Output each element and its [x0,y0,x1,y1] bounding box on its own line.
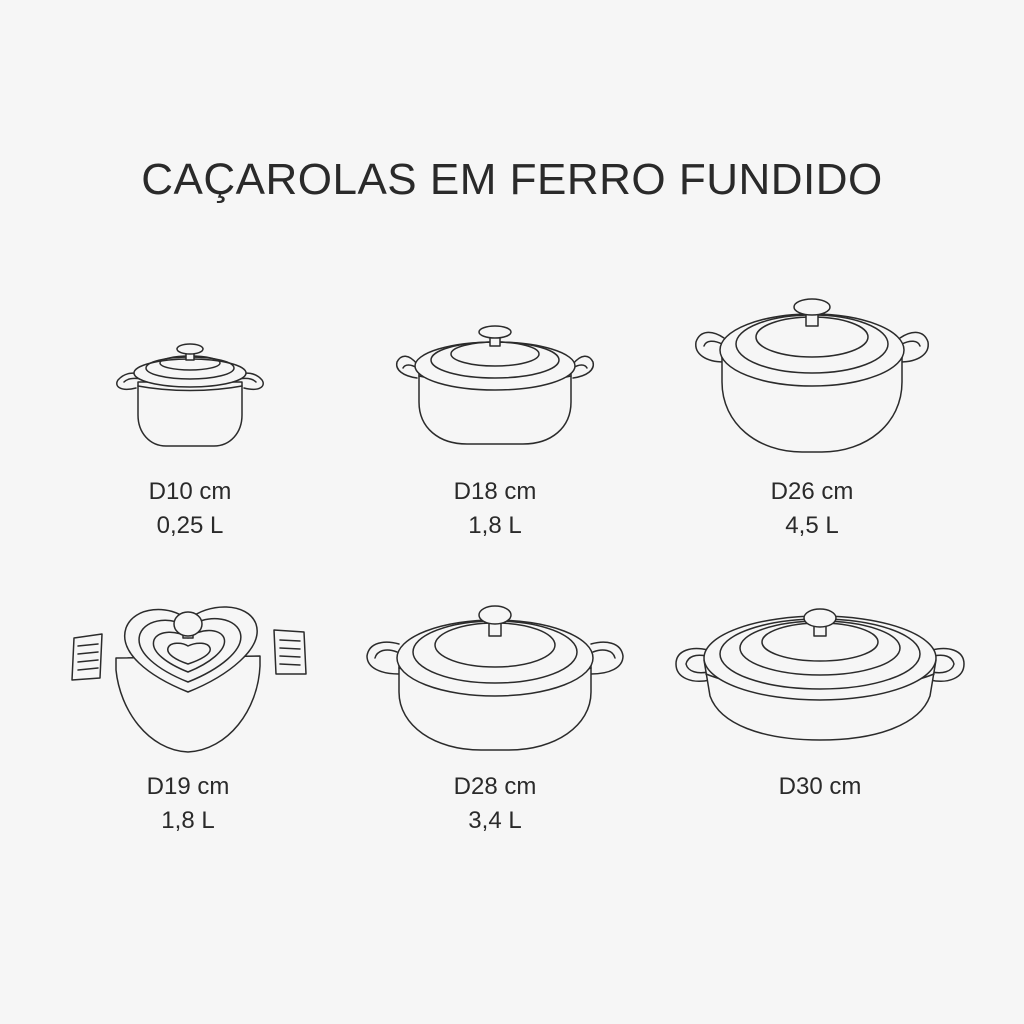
braiser-icon [675,608,965,741]
diameter-label: D30 cm [778,773,862,800]
size-label-group: D28 cm 3,4 L [345,770,645,838]
volume-label: 3,4 L [468,807,522,834]
volume-label: 1,8 L [161,807,215,834]
casserole-item-d10: D10 cm 0,25 L [40,330,340,550]
diameter-label: D28 cm [453,773,537,800]
casserole-item-d28: D28 cm 3,4 L [345,600,645,845]
casserole-item-d19: D19 cm 1,8 L [38,600,338,845]
volume-label: 0,25 L [156,512,224,539]
size-label-group: D26 cm 4,5 L [662,475,962,543]
casserole-item-d26: D26 cm 4,5 L [662,290,962,550]
diameter-label: D10 cm [148,478,232,505]
round-casserole-icon [116,343,264,447]
volume-label: 4,5 L [785,512,839,539]
casserole-item-d18: D18 cm 1,8 L [345,310,645,550]
diameter-label: D19 cm [146,773,230,800]
size-label-group: D10 cm 0,25 L [40,475,340,543]
size-label-group: D18 cm 1,8 L [345,475,645,543]
casserole-item-d30: D30 cm [670,600,970,845]
size-label-group: D19 cm 1,8 L [38,770,338,838]
shallow-casserole-icon [366,605,624,751]
heart-casserole-icon [71,606,307,753]
diameter-label: D26 cm [770,478,854,505]
size-label-group: D30 cm [670,770,970,804]
page-title: CAÇAROLAS EM FERRO FUNDIDO [141,155,883,204]
round-casserole-icon [695,298,929,453]
diameter-label: D18 cm [453,478,537,505]
round-casserole-icon [395,325,595,445]
volume-label: 1,8 L [468,512,522,539]
